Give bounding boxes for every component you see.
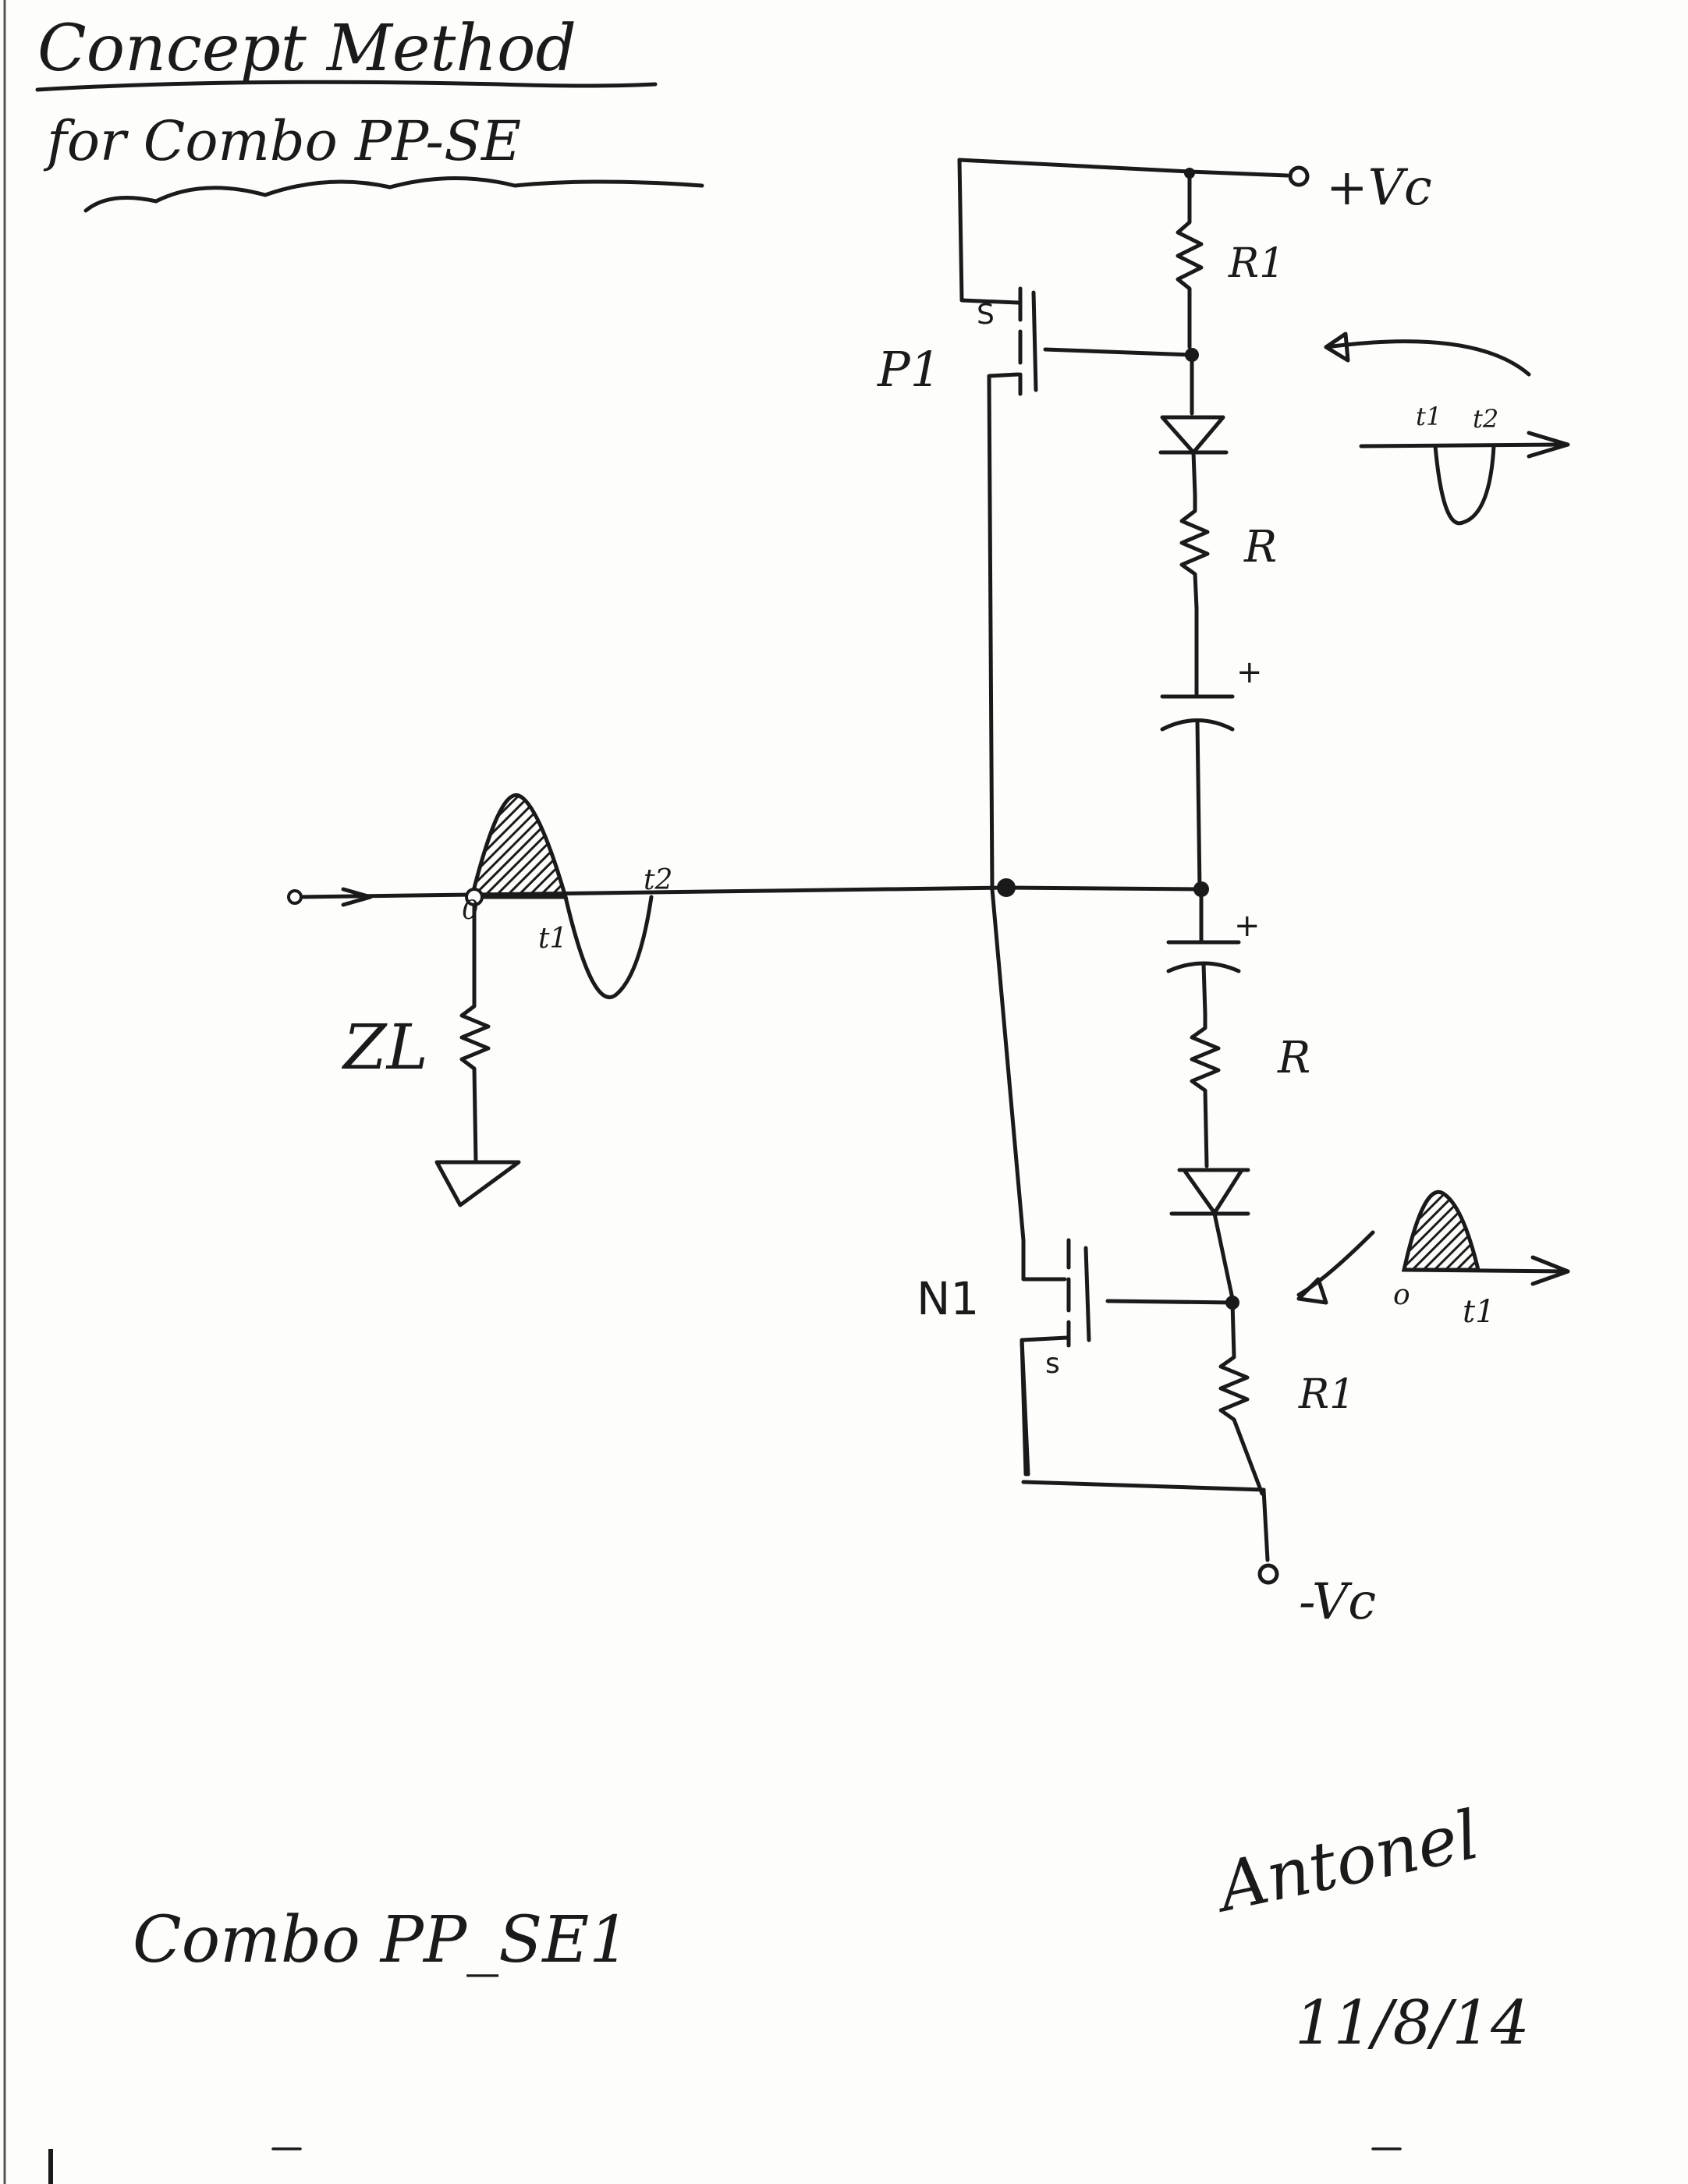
bottom-right-origin-label: o [1393, 1279, 1410, 1311]
capacitor-top [1160, 606, 1235, 892]
capacitor-top-polarity: + [1236, 654, 1263, 690]
output-terminal [287, 889, 303, 905]
top-rail [957, 158, 1310, 187]
footer-signature: Antonel [1207, 1796, 1486, 1928]
scan-mark [48, 2149, 53, 2184]
resistor-r-bottom-label: R [1277, 1033, 1310, 1083]
output-t2-label: t2 [644, 864, 672, 896]
output-wire [294, 885, 1204, 899]
top-right-t2-label: t2 [1473, 404, 1498, 434]
load-resistor [459, 902, 491, 1165]
resistor-r1-bottom-label: R1 [1298, 1371, 1355, 1418]
output-arrow [341, 887, 373, 907]
n-fet-label: N1 [917, 1272, 979, 1325]
resistor-r1-bottom [1218, 1300, 1264, 1496]
title-underline-2 [83, 176, 704, 213]
diode-bottom [1169, 1168, 1250, 1301]
output-waveform [465, 792, 654, 1000]
supply-neg-label: -Vc [1299, 1573, 1376, 1631]
p-gate-wire [1043, 347, 1194, 357]
diode-top [1158, 353, 1229, 498]
supply-neg-terminal [1257, 1563, 1279, 1585]
ground-symbol [434, 1160, 521, 1207]
title-line-2: for Combo PP-SE [43, 109, 521, 173]
bottom-right-waveform [1296, 1190, 1570, 1305]
supply-pos-label: +Vc [1326, 159, 1432, 217]
supply-pos-terminal [1288, 165, 1310, 187]
n-source-label: s [1045, 1348, 1060, 1380]
load-label: ZL [341, 1011, 428, 1083]
p-fet-label: P1 [877, 341, 941, 398]
footer-date: 11/8/14 [1295, 1988, 1530, 2058]
n-mosfet [990, 887, 1091, 1477]
top-right-waveform [1324, 332, 1570, 526]
resistor-r1-top-label: R1 [1228, 240, 1285, 287]
resistor-r-top [1179, 493, 1210, 611]
n-gate-wire [1105, 1299, 1235, 1305]
title-line-1: Concept Method [37, 12, 576, 86]
top-right-t1-label: t1 [1416, 402, 1442, 431]
resistor-r1-top [1176, 171, 1204, 349]
output-junction-left [997, 878, 1016, 897]
capacitor-bottom [1166, 887, 1241, 1016]
title-underline-1 [35, 80, 658, 92]
resistor-r-bottom [1190, 1012, 1221, 1168]
p-mosfet [957, 158, 1038, 892]
bottom-right-t1-label: t1 [1463, 1294, 1495, 1330]
resistor-r-top-label: R [1243, 522, 1277, 573]
bottom-rail [1021, 1480, 1279, 1585]
capacitor-bottom-polarity: + [1234, 908, 1261, 944]
p-source-label: S [977, 299, 995, 331]
output-t1-label: t1 [538, 923, 567, 955]
footer-name: Combo PP_SE1 [133, 1903, 629, 1977]
